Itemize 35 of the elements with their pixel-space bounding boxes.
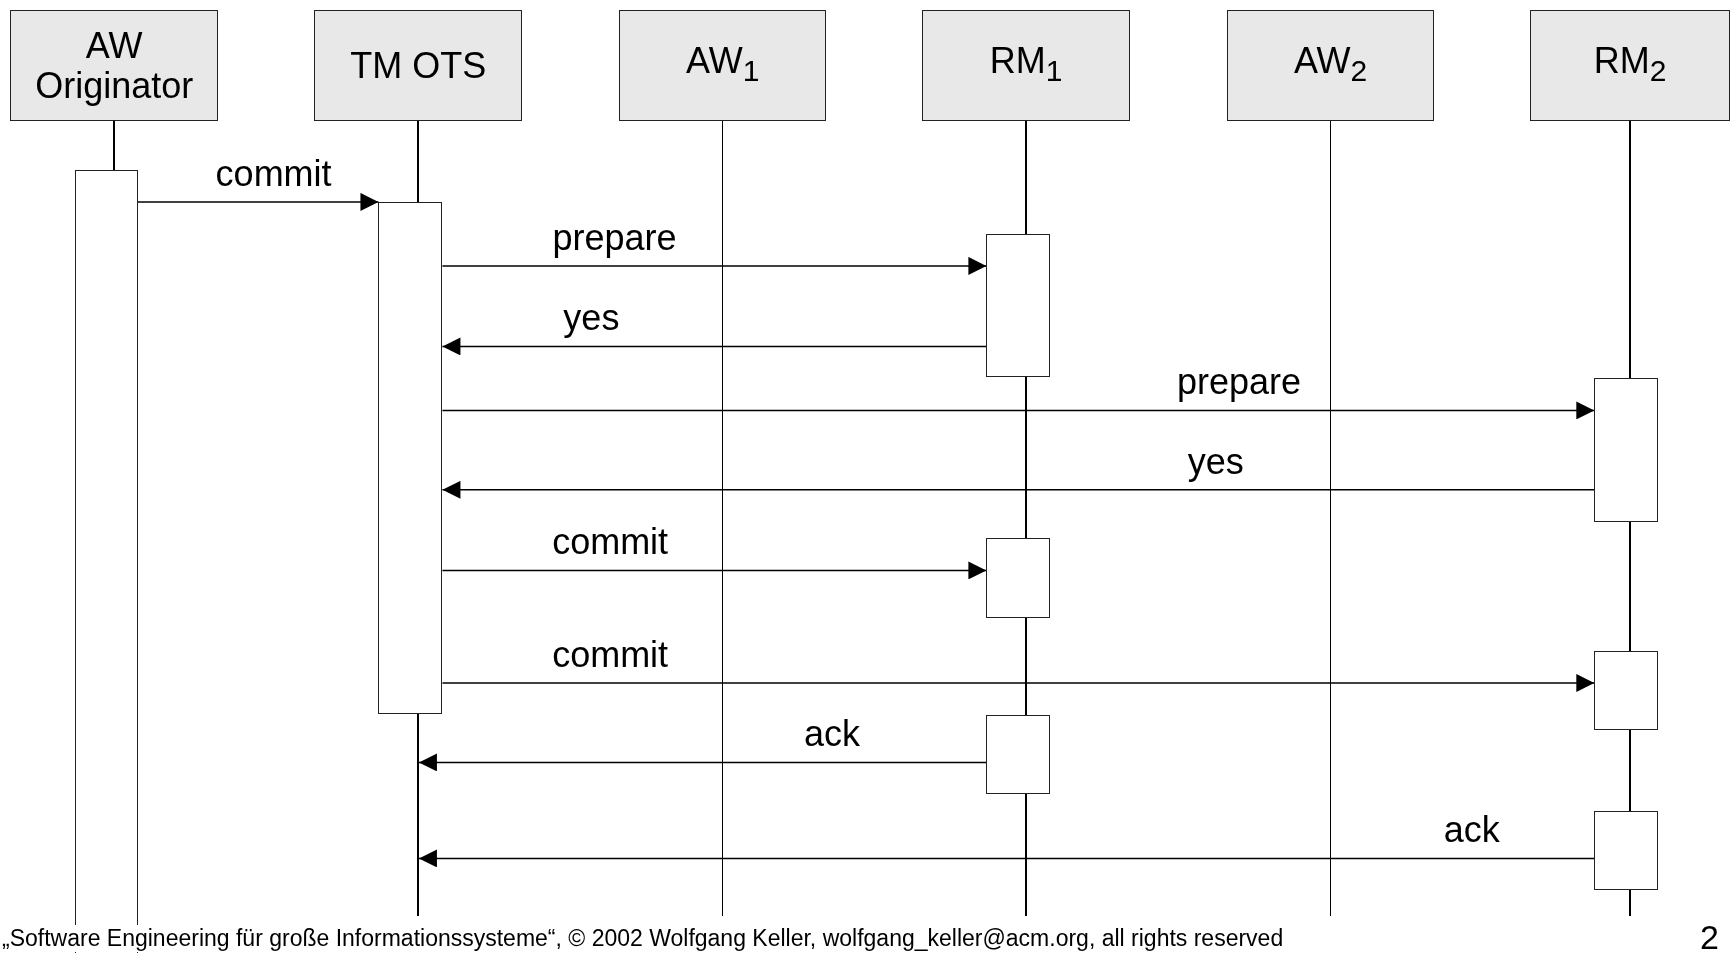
message-label: commit	[552, 634, 669, 675]
message-arrow	[441, 256, 988, 275]
participant-box: RM$_{1}$	[922, 9, 1130, 122]
participant-box: RM$_{2}$	[1530, 9, 1730, 122]
message-arrow	[441, 401, 1596, 420]
message-arrow	[441, 673, 1596, 692]
activation-bar	[1594, 650, 1659, 731]
message-arrow	[418, 753, 988, 772]
lifeline	[721, 121, 724, 916]
activation-bar	[986, 233, 1051, 378]
lifeline	[1329, 121, 1332, 916]
participant-box: TM OTS	[314, 9, 522, 122]
message-label: commit	[215, 153, 332, 194]
message-arrow	[441, 561, 988, 580]
copyright-footer: „Software Engineering für große Informationssysteme“, © 2002 Wolfgang Keller, wolfgang_keller@acm.org, all rights reserved	[2, 925, 1284, 952]
message-label: ack	[803, 714, 860, 755]
message-label: commit	[552, 522, 669, 563]
activation-bar	[1594, 810, 1659, 891]
participant-box: AW Originator	[9, 9, 219, 122]
message-label: yes	[563, 298, 620, 339]
message-arrow	[418, 849, 1596, 868]
message-arrow	[441, 337, 988, 356]
message-label: yes	[1187, 441, 1244, 482]
participant-box: AW$_{2}$	[1226, 9, 1435, 122]
participant-box: AW$_{1}$	[618, 9, 827, 122]
message-label: prepare	[1176, 362, 1302, 403]
message-label: prepare	[552, 217, 677, 258]
activation-bar	[986, 714, 1051, 795]
activation-bar	[378, 201, 443, 714]
message-label: ack	[1443, 810, 1500, 851]
activation-bar	[986, 538, 1051, 618]
lifeline	[113, 121, 115, 170]
message-arrow	[441, 480, 1596, 499]
activation-bar	[1594, 378, 1659, 522]
message-arrow	[137, 192, 380, 211]
